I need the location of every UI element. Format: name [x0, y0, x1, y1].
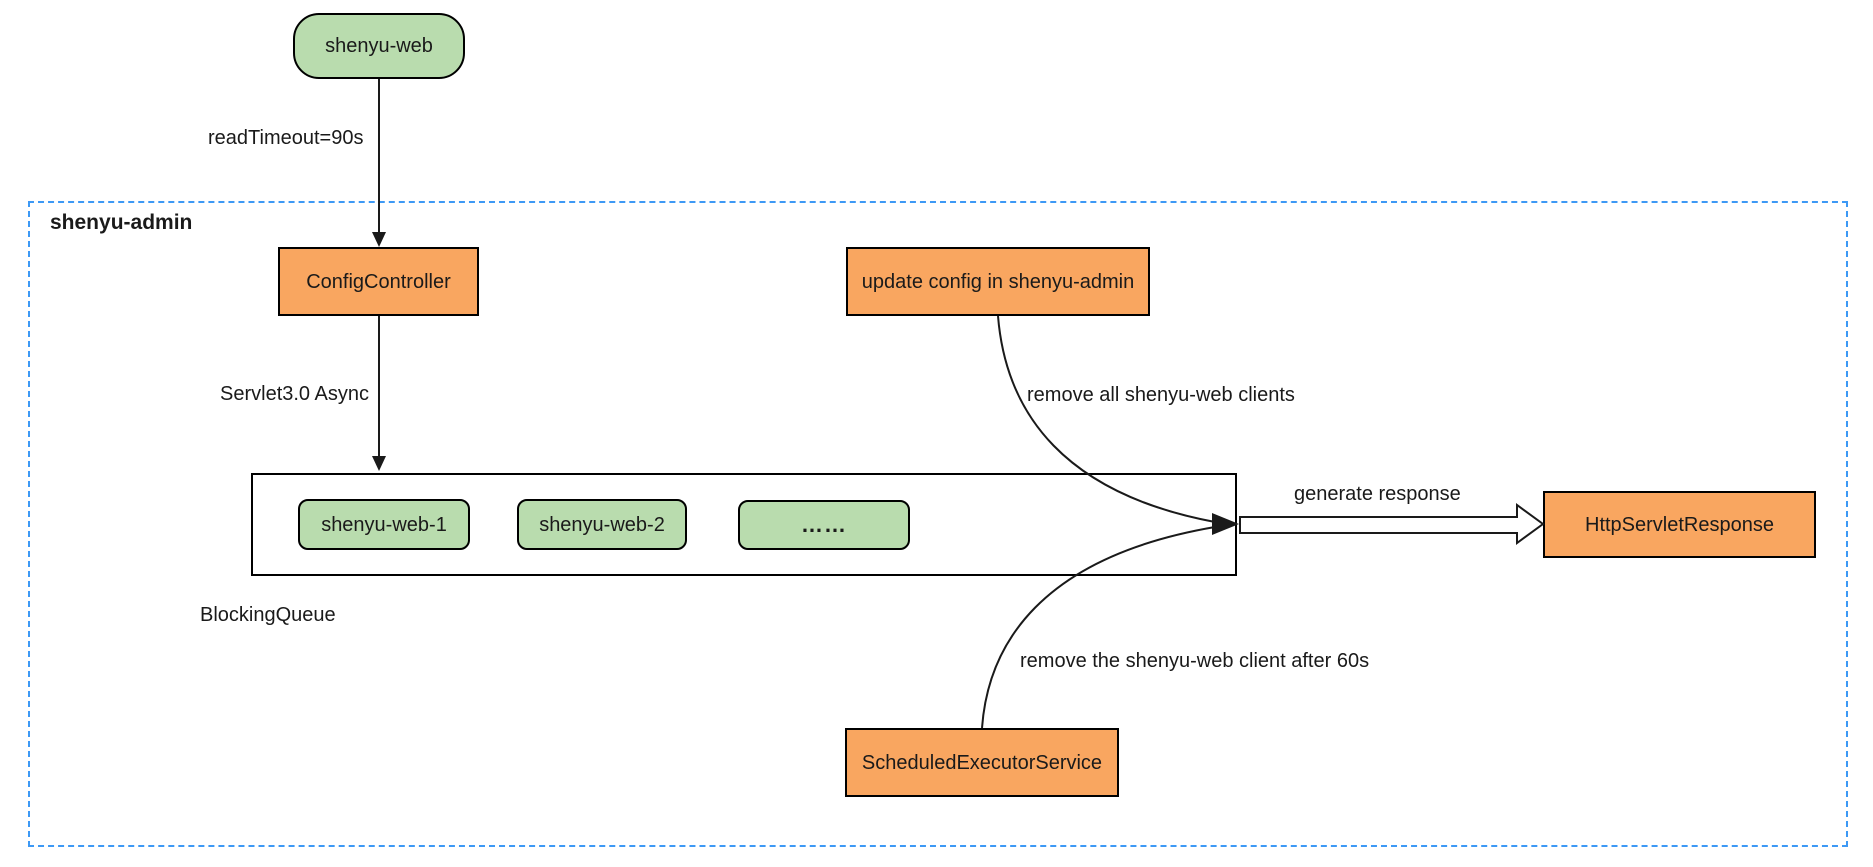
- scheduled-executor-service-node: ScheduledExecutorService: [845, 728, 1119, 797]
- edge-label-remove-all-clients: remove all shenyu-web clients: [1025, 384, 1297, 407]
- config-controller-node: ConfigController: [278, 247, 479, 316]
- shenyu-web-node: shenyu-web: [293, 13, 465, 79]
- queue-item-label: shenyu-web-2: [539, 513, 665, 536]
- queue-item-ellipsis: ……: [738, 500, 910, 550]
- update-config-node-label: update config in shenyu-admin: [861, 270, 1135, 293]
- blocking-queue-label: BlockingQueue: [200, 604, 336, 626]
- scheduled-executor-service-node-label: ScheduledExecutorService: [861, 751, 1103, 774]
- config-controller-node-label: ConfigController: [306, 270, 451, 293]
- queue-item-shenyu-web-2: shenyu-web-2: [517, 499, 687, 550]
- shenyu-web-node-label: shenyu-web: [325, 35, 433, 57]
- edge-label-servlet-async: Servlet3.0 Async: [218, 383, 371, 406]
- queue-item-label: ……: [801, 511, 847, 537]
- queue-item-label: shenyu-web-1: [321, 513, 447, 536]
- http-servlet-response-node: HttpServletResponse: [1543, 491, 1816, 558]
- edge-label-generate-response: generate response: [1292, 483, 1463, 506]
- shenyu-admin-group-label: shenyu-admin: [50, 211, 193, 234]
- http-servlet-response-node-label: HttpServletResponse: [1585, 513, 1774, 536]
- queue-item-shenyu-web-1: shenyu-web-1: [298, 499, 470, 550]
- edge-label-read-timeout: readTimeout=90s: [206, 127, 366, 150]
- edge-label-remove-after-60s: remove the shenyu-web client after 60s: [1018, 650, 1372, 673]
- update-config-node: update config in shenyu-admin: [846, 247, 1150, 316]
- shenyu-admin-group-box: [28, 201, 1848, 847]
